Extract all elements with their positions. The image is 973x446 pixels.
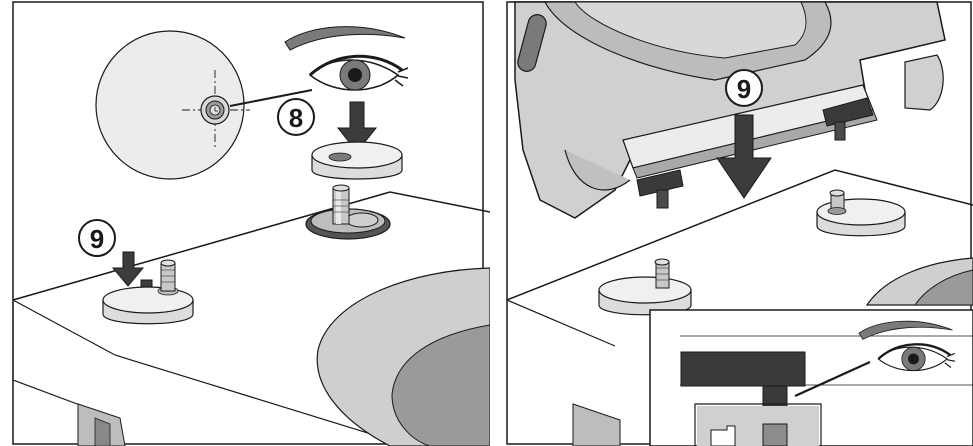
seat-puck-lower <box>102 259 194 325</box>
panel-step-9-right: 9 <box>505 0 973 446</box>
detail-inset <box>649 309 973 446</box>
base-top-edge <box>506 169 973 301</box>
seat-puck-back <box>816 189 906 237</box>
sight-line <box>794 360 871 398</box>
seat-lid <box>514 1 946 219</box>
sight-line <box>229 89 313 107</box>
base-front-edge <box>12 299 411 446</box>
step-9-number-right: 9 <box>737 74 751 104</box>
step-9-number-left: 9 <box>90 224 104 254</box>
hinge-right <box>822 97 874 141</box>
seat-puck-upper <box>311 141 403 180</box>
hinge-left <box>636 169 684 209</box>
down-arrow-icon <box>336 101 378 153</box>
sink-bowl <box>391 324 490 446</box>
cabinet-part <box>572 403 621 446</box>
detail-circle <box>95 30 250 180</box>
right-illustration: 9 <box>506 1 973 446</box>
eye-icon <box>284 26 409 91</box>
left-illustration: 8 9 <box>12 1 490 446</box>
down-arrow-icon <box>716 114 772 199</box>
step-8-number: 8 <box>289 103 303 133</box>
mounting-bolt <box>305 184 391 240</box>
step-9-badge-right: 9 <box>725 69 763 107</box>
seat-puck-front <box>598 258 692 316</box>
base-top-edge <box>12 191 490 301</box>
step-8-badge: 8 <box>277 98 315 136</box>
step-9-badge-left: 9 <box>78 219 116 257</box>
eye-icon <box>858 320 956 372</box>
panel-step-8-9-left: 8 9 <box>12 1 490 446</box>
